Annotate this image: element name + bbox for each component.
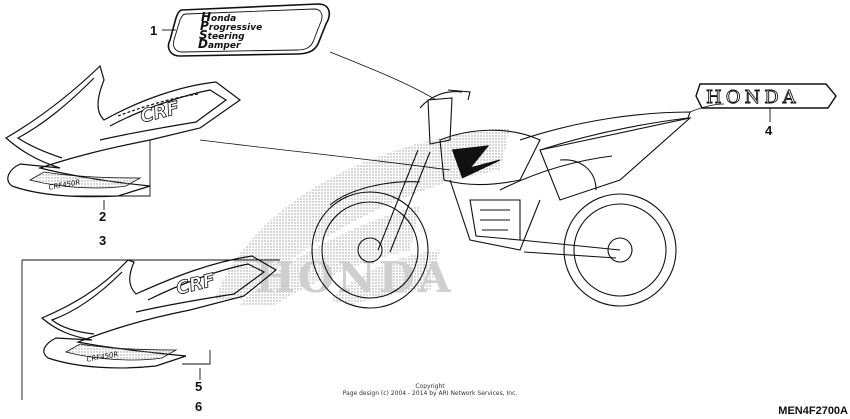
emblem-1-progressive-steering-damper: Honda Progressive Steering Damper xyxy=(167,3,331,57)
svg-text:CRF: CRF xyxy=(138,97,182,127)
svg-text:CRF: CRF xyxy=(174,269,218,299)
copyright-line-1: Copyright xyxy=(415,383,445,390)
callout-3: 3 xyxy=(99,233,107,248)
callout-4: 4 xyxy=(765,123,773,138)
svg-text:Steering: Steering xyxy=(199,28,245,42)
callout-5: 5 xyxy=(195,379,203,394)
callout-2: 2 xyxy=(99,209,107,224)
emblem-4-text: HONDA xyxy=(706,87,800,108)
copyright-line-2: Page design (c) 2004 - 2014 by ARI Netwo… xyxy=(342,390,518,397)
svg-text:Damper: Damper xyxy=(198,37,241,51)
emblem-4-honda: HONDA xyxy=(695,83,837,109)
svg-text:Honda: Honda xyxy=(201,10,236,24)
svg-text:Progressive: Progressive xyxy=(200,19,262,33)
shroud-decal-2-3: CRF CRF450R xyxy=(4,64,242,198)
background-watermark-text: HONDA xyxy=(255,253,454,302)
callout-6: 6 xyxy=(195,399,203,414)
honda-wing-watermark: HONDA xyxy=(215,128,510,305)
diagram-code: MEN4F2700A xyxy=(778,405,848,417)
callout-1: 1 xyxy=(150,23,158,38)
motorcycle-illustration xyxy=(199,51,725,309)
callout-leaders xyxy=(21,29,771,400)
